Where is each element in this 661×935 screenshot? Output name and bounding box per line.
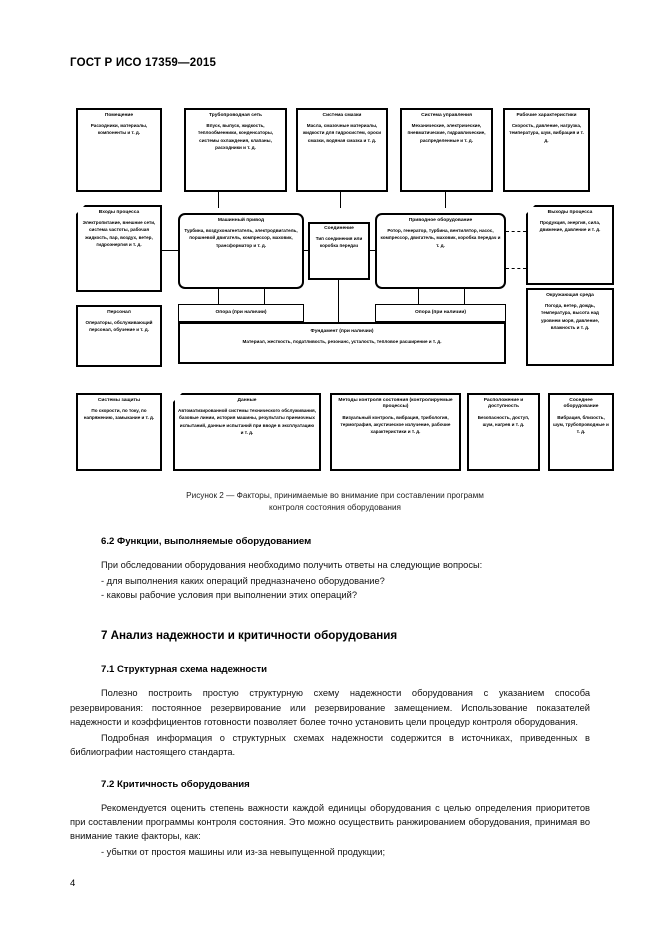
connector-line	[338, 280, 340, 322]
diagram-box-support-right: Опора (при наличии)	[375, 304, 506, 322]
paragraph-7-2-1: Рекомендуется оценить степень важности к…	[70, 803, 590, 842]
diagram-box-support-left-title: Опора (при наличии)	[215, 309, 267, 315]
figure-caption-line-2: контроля состояния оборудования	[269, 502, 401, 512]
diagram-box-foundation-title: Фундамент (при наличии)	[310, 329, 374, 334]
diagram-box-personnel: Персонал Операторы, обслуживающий персон…	[76, 305, 162, 367]
diagram-box-data-title: Данные	[237, 398, 257, 403]
diagram-box-environment-body: Погода, ветер, дождь, температура, высот…	[540, 303, 600, 330]
heading-6-2: 6.2 Функции, выполняемые оборудованием	[101, 536, 312, 547]
diagram-box-process-outputs-title: Выходы процесса	[547, 210, 593, 215]
diagram-box-coupling: Соединение Тип соединения или коробка пе…	[308, 222, 370, 280]
connector-line-dashed	[506, 268, 526, 269]
connector-line	[340, 192, 342, 208]
figure-2-diagram: Помещение Расходники, материалы, компоне…	[0, 100, 661, 500]
list-item-6-2-1: - для выполнения каких операций предназн…	[101, 576, 385, 587]
diagram-box-performance: Рабочие характеристики Скорость, давлени…	[503, 108, 590, 192]
connector-line	[445, 192, 447, 208]
diagram-box-location-accessibility: Расположение и доступность Безопасность,…	[467, 393, 540, 471]
document-body: 6.2 Функции, выполняемые оборудованием П…	[70, 536, 590, 860]
diagram-box-piping-network-body: Впуск, выпуск, жидкость, теплообменники,…	[197, 123, 274, 150]
diagram-box-lubrication-system-title: Система смазки	[322, 113, 362, 118]
paragraph-7-1-2: Подробная информация о структурных схема…	[70, 732, 590, 757]
diagram-box-performance-title: Рабочие характеристики	[516, 113, 577, 118]
diagram-box-coupling-body: Тип соединения или коробка передач	[315, 236, 363, 249]
diagram-box-process-outputs-body: Продукция, энергия, сила, движение, давл…	[539, 220, 601, 233]
list-item-6-2-2: - каковы рабочие условия при выполнении …	[101, 590, 357, 601]
diagram-box-location-accessibility-body: Безопасность, доступ, шум, нагрев и т. д…	[477, 414, 530, 427]
connector-line-dashed	[506, 231, 526, 232]
diagram-box-process-outputs: Выходы процесса Продукция, энергия, сила…	[526, 205, 614, 285]
diagram-box-lubrication-system-body: Масла, смазочные материалы, жидкости для…	[302, 123, 382, 143]
diagram-box-piping-network: Трубопроводная сеть Впуск, выпуск, жидко…	[184, 108, 287, 192]
diagram-box-driven-equipment: Приводное оборудование Ротор, генератор,…	[375, 213, 506, 289]
connector-line	[304, 250, 309, 252]
diagram-box-condition-monitoring-methods-body: Визуальный контроль, вибрация, трибологи…	[340, 414, 451, 434]
diagram-box-process-inputs-body: Электропитание, внешние сети, система ча…	[82, 220, 156, 247]
diagram-box-control-system-title: Система управления	[421, 113, 472, 118]
diagram-box-driven-equipment-title: Приводное оборудование	[408, 218, 473, 223]
diagram-box-support-right-title: Опора (при наличии)	[414, 309, 466, 315]
diagram-box-adjacent-equipment-body: Вибрация, близость, шум, трубопроводные …	[553, 414, 609, 434]
heading-7-2: 7.2 Критичность оборудования	[101, 779, 250, 790]
diagram-box-condition-monitoring-methods: Методы контроля состояния (контролируемы…	[330, 393, 461, 471]
diagram-box-protection-systems: Системы защиты По скорости, по току, по …	[76, 393, 162, 471]
diagram-box-adjacent-equipment-title: Соседнее оборудование	[563, 398, 599, 410]
paragraph-6-2-intro: При обследовании оборудования необходимо…	[101, 560, 483, 570]
diagram-box-driven-equipment-body: Ротор, генератор, турбина, вентилятор, н…	[380, 228, 501, 248]
diagram-box-foundation: Фундамент (при наличии) Материал, жестко…	[178, 322, 506, 364]
diagram-box-environment: Окружающая среда Погода, ветер, дождь, т…	[526, 288, 614, 366]
heading-7: 7 Анализ надежности и критичности оборуд…	[101, 629, 398, 643]
diagram-box-location-accessibility-title: Расположение и доступность	[483, 398, 524, 410]
diagram-box-piping-network-title: Трубопроводная сеть	[208, 113, 262, 118]
diagram-box-control-system: Система управления Механические, электри…	[400, 108, 493, 192]
diagram-box-performance-body: Скорость, давление, нагрузка, температур…	[509, 123, 584, 143]
diagram-box-personnel-title: Персонал	[107, 310, 131, 315]
diagram-box-process-inputs-title: Входы процесса	[98, 210, 140, 215]
diagram-box-premises: Помещение Расходники, материалы, компоне…	[76, 108, 162, 192]
heading-7-1: 7.1 Структурная схема надежности	[101, 664, 268, 676]
diagram-box-protection-systems-body: По скорости, по току, по напряжению, зам…	[83, 408, 155, 421]
connector-line	[218, 289, 220, 304]
document-standard-header: ГОСТ Р ИСО 17359—2015	[70, 57, 217, 69]
figure-caption: Рисунок 2 — Факторы, принимаемые во вним…	[100, 490, 570, 514]
diagram-box-adjacent-equipment: Соседнее оборудование Вибрация, близость…	[548, 393, 614, 471]
diagram-box-foundation-body: Материал, жесткость, податливость, резон…	[242, 339, 442, 345]
connector-line	[264, 289, 266, 304]
diagram-box-machine-drive-body: Турбина, воздухонагнетатель, электродвиг…	[184, 228, 298, 248]
diagram-box-protection-systems-title: Системы защиты	[97, 398, 141, 403]
diagram-box-data-body: Автоматизированной системы технического …	[178, 408, 316, 435]
diagram-box-premises-title: Помещение	[104, 113, 134, 118]
diagram-box-personnel-body: Операторы, обслуживающий персонал, обуче…	[85, 320, 153, 333]
list-item-7-2-1: - убытки от простоя машины или из-за нев…	[101, 847, 386, 858]
paragraph-7-1-1: Полезно построить простую структурную сх…	[70, 688, 590, 727]
diagram-box-environment-title: Окружающая среда	[546, 293, 594, 298]
diagram-box-coupling-title: Соединение	[324, 226, 354, 231]
diagram-box-machine-drive-title: Машинный привод	[217, 218, 265, 223]
diagram-box-premises-body: Расходники, материалы, компоненты и т. д…	[90, 123, 148, 136]
diagram-box-data: Данные Автоматизированной системы технич…	[173, 393, 321, 471]
connector-line	[162, 250, 179, 252]
figure-caption-line-1: Рисунок 2 — Факторы, принимаемые во вним…	[186, 491, 484, 500]
connector-line	[218, 192, 220, 208]
diagram-box-lubrication-system: Система смазки Масла, смазочные материал…	[296, 108, 388, 192]
page-number: 4	[70, 878, 76, 889]
diagram-box-support-left: Опора (при наличии)	[178, 304, 304, 322]
diagram-box-machine-drive: Машинный привод Турбина, воздухонагнетат…	[178, 213, 304, 289]
diagram-box-condition-monitoring-methods-title: Методы контроля состояния (контролируемы…	[338, 398, 453, 410]
diagram-box-process-inputs: Входы процесса Электропитание, внешние с…	[76, 205, 162, 292]
connector-line	[418, 289, 420, 304]
connector-line	[464, 289, 466, 304]
connector-line	[370, 250, 376, 252]
diagram-box-control-system-body: Механические, электрические, пневматичес…	[407, 123, 486, 143]
